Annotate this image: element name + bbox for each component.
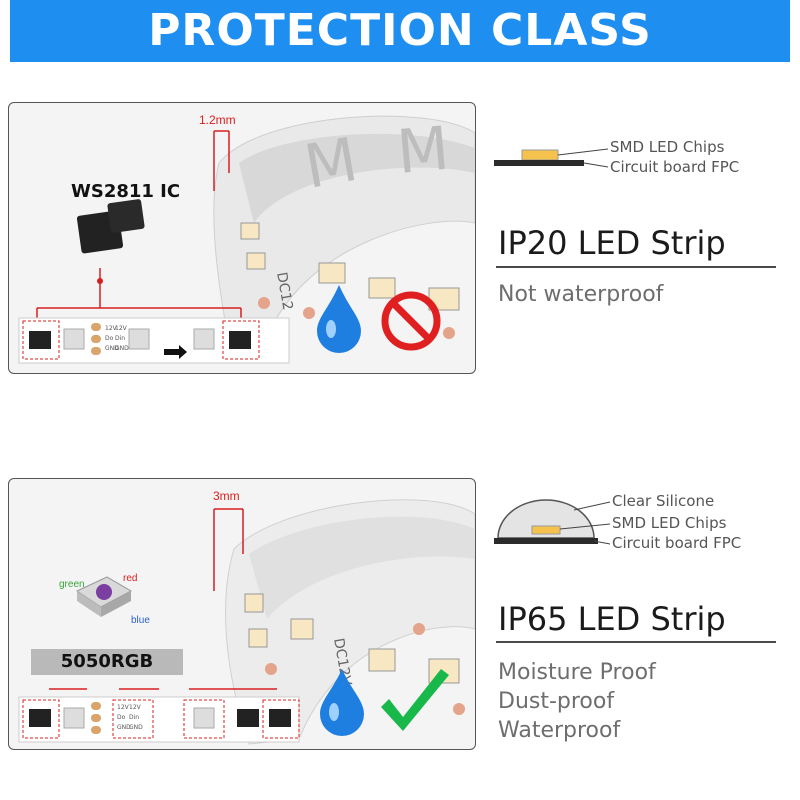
ip65-layer-label: SMD LED Chips bbox=[612, 514, 727, 532]
ip20-description: Not waterproof bbox=[498, 282, 664, 307]
ws2811-ic-label: WS2811 IC bbox=[71, 181, 181, 202]
ip20-title: IP20 LED Strip bbox=[498, 224, 726, 262]
ip65-layer-diagram bbox=[494, 499, 611, 545]
ip20-layer-diagram bbox=[494, 148, 609, 168]
ip20-strip-illustration: M M DC12 12V Do GND 12V Din bbox=[18, 114, 475, 364]
ip20-board-text: 12V bbox=[105, 325, 118, 332]
ip20-photo-panel: M M DC12 12V Do GND 12V Din bbox=[8, 102, 476, 374]
ip65-board-text: Din bbox=[129, 714, 139, 721]
ip65-board-text: GND bbox=[117, 724, 131, 731]
ip20-board-text: 12V bbox=[115, 325, 128, 332]
ip20-measure-label: 1.2mm bbox=[199, 113, 236, 127]
ip65-measure-label: 3mm bbox=[213, 489, 240, 503]
ip65-strip-illustration: DC12V 12V Do GND 12V Din GND bbox=[18, 499, 475, 745]
red-label: red bbox=[123, 573, 138, 584]
ip65-board-text: 12V bbox=[129, 704, 142, 711]
ip20-board-text: GND bbox=[115, 345, 129, 352]
ip20-board-text: Din bbox=[115, 335, 125, 342]
ip65-divider bbox=[496, 641, 776, 643]
ip20-layer-label: Circuit board FPC bbox=[610, 158, 740, 176]
blue-label: blue bbox=[131, 615, 150, 626]
ip65-board-text: GND bbox=[129, 724, 143, 731]
ip65-board-text: 12V bbox=[117, 704, 130, 711]
ip65-feature: Moisture Proof bbox=[498, 660, 656, 685]
ip65-photo-panel: DC12V 12V Do GND 12V Din GND bbox=[8, 478, 476, 750]
ip20-board-text: GND bbox=[105, 345, 119, 352]
ip65-layer-label: Clear Silicone bbox=[612, 492, 715, 510]
svg-text:M: M bbox=[394, 114, 452, 188]
ip65-board-text: Do bbox=[117, 714, 126, 721]
ip65-layer-label: Circuit board FPC bbox=[612, 534, 742, 552]
ip65-title: IP65 LED Strip bbox=[498, 600, 726, 638]
green-label: green bbox=[59, 579, 85, 590]
ip20-board-text: Do bbox=[105, 335, 114, 342]
ip20-strip-print: DC12 bbox=[273, 271, 295, 312]
water-drop-icon bbox=[320, 669, 364, 736]
water-drop-icon bbox=[317, 285, 361, 353]
ip65-feature: Dust-proof bbox=[498, 689, 615, 714]
check-icon bbox=[381, 669, 449, 731]
ip20-layer-label: SMD LED Chips bbox=[610, 138, 725, 156]
ip65-feature: Waterproof bbox=[498, 718, 621, 743]
svg-text:M: M bbox=[299, 125, 362, 203]
prohibited-icon bbox=[381, 291, 441, 351]
page-title-banner: PROTECTION CLASS bbox=[10, 0, 790, 62]
ip20-divider bbox=[496, 266, 776, 268]
chip-type-label: 5050RGB bbox=[31, 649, 183, 675]
